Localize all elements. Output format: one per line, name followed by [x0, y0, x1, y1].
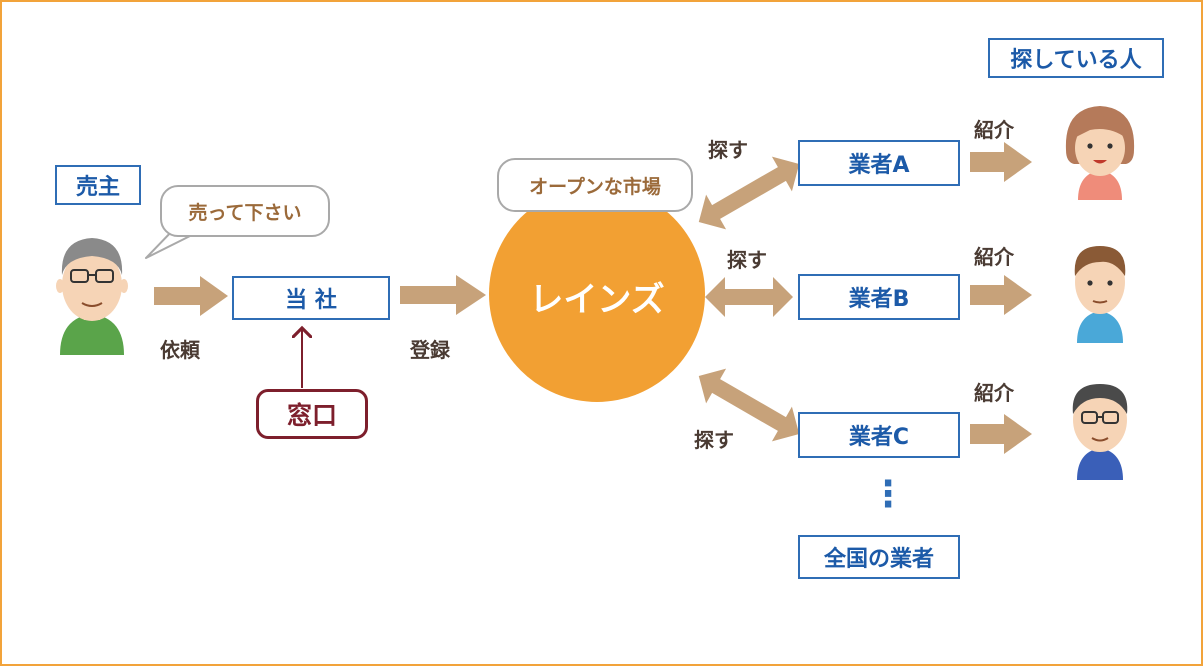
seller-speech-bubble: 売って下さい [160, 185, 330, 237]
search-arrow-b [705, 277, 793, 317]
search-arrow-c [698, 368, 800, 442]
search-label-b: 探す [727, 248, 767, 272]
reins-label: レインズ [529, 280, 665, 320]
request-arrow [154, 276, 228, 316]
agent-box-a: 業者A [798, 140, 960, 186]
seller-person-icon [56, 238, 128, 355]
reins-circle [489, 186, 705, 402]
search-arrow-a [698, 156, 800, 230]
buyer-woman-icon [1065, 106, 1135, 200]
contact-window-box: 窓口 [256, 389, 368, 439]
request-label: 依頼 [160, 338, 200, 362]
introduce-arrow-a [970, 142, 1032, 182]
introduce-label-c: 紹介 [974, 381, 1014, 405]
search-label-c: 探す [694, 428, 734, 452]
introduce-arrow-b [970, 275, 1032, 315]
ellipsis-dots: ⋮ [870, 474, 906, 515]
register-label: 登録 [410, 338, 450, 362]
open-market-bubble: オープンな市場 [497, 158, 693, 212]
buyers-title-box: 探している人 [988, 38, 1164, 78]
buyer-man-icon [1074, 246, 1126, 343]
agent-box-c: 業者C [798, 412, 960, 458]
introduce-arrow-c [970, 414, 1032, 454]
buyer-glasses-man-icon [1072, 384, 1128, 480]
search-label-a: 探す [708, 138, 748, 162]
introduce-label-b: 紹介 [974, 245, 1014, 269]
all-agents-box: 全国の業者 [798, 535, 960, 579]
register-arrow [400, 275, 486, 315]
agent-box-b: 業者B [798, 274, 960, 320]
seller-label-box: 売主 [55, 165, 141, 205]
company-box: 当 社 [232, 276, 390, 320]
introduce-label-a: 紹介 [974, 118, 1014, 142]
